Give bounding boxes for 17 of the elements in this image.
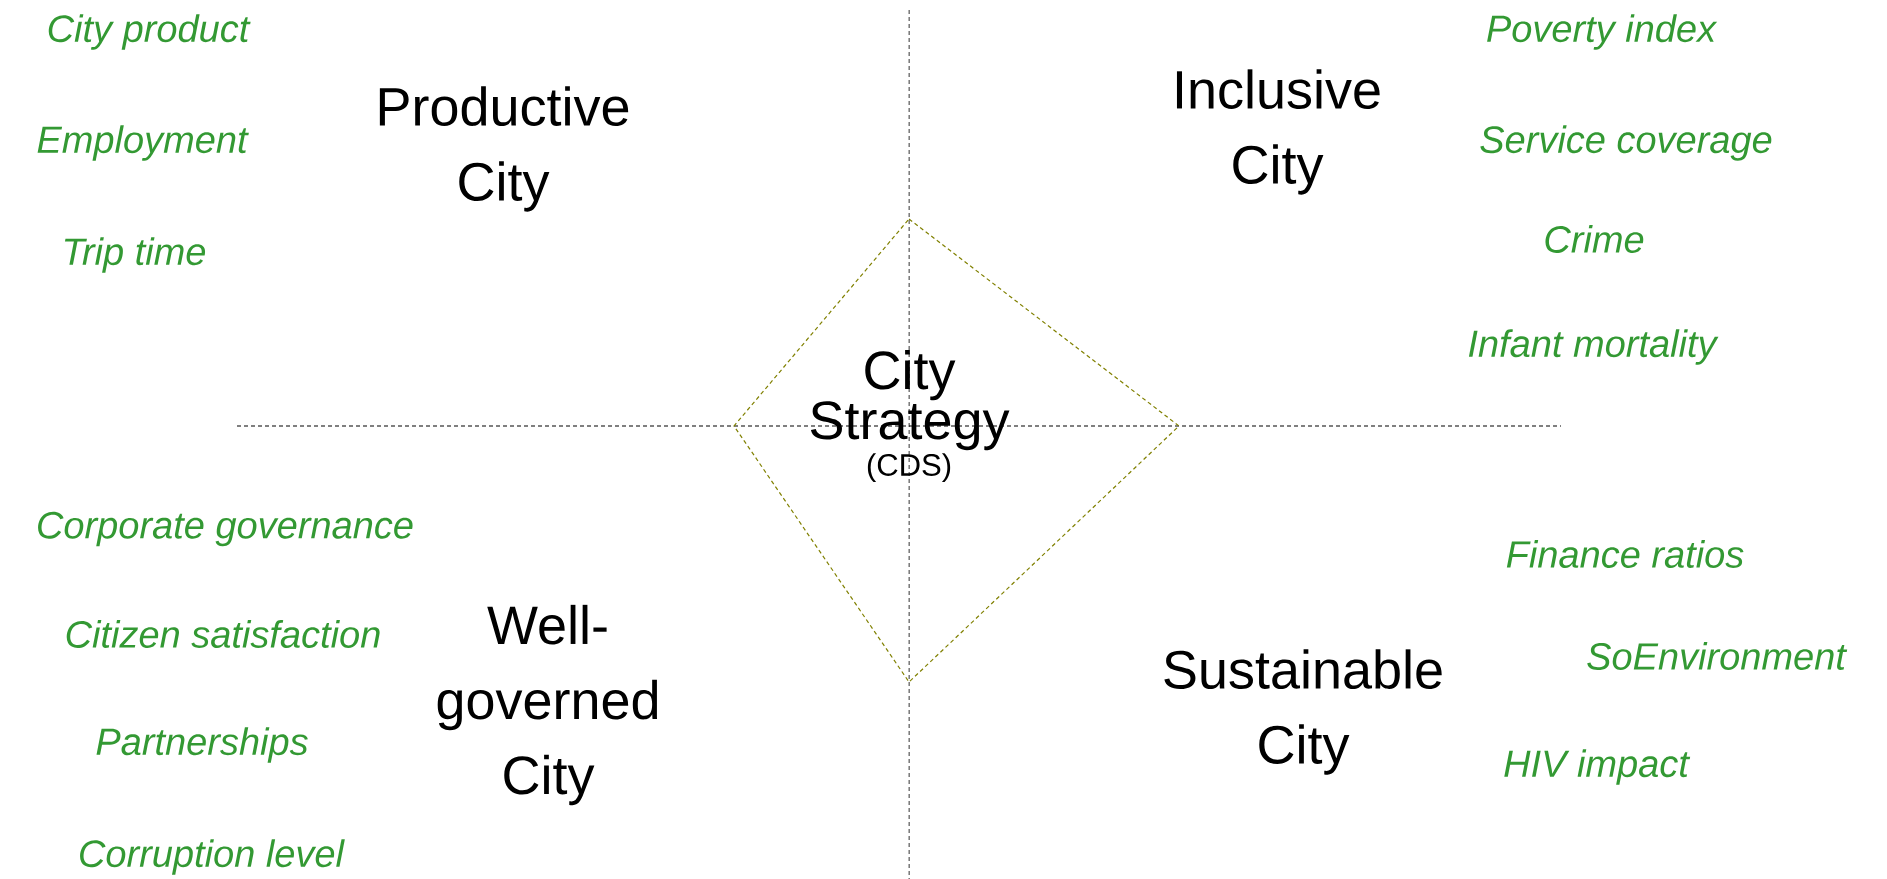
quadrant-title: Inclusive City [1176,69,1380,195]
quadrant-title: Productive City [379,86,629,212]
indicator-label: Corruption level [80,839,345,875]
indicator-label: Finance ratios [1506,540,1744,568]
quadrant-title: Well-governed City [437,604,658,806]
indicator-label: Infant mortality [1468,329,1719,365]
indicator-label: Poverty index [1487,14,1718,50]
indicator-label: Crime [1545,225,1644,253]
indicator-label: Employment [37,125,249,161]
indicator-label: Corporate governance [38,511,413,547]
indicator-label: SoEnvironment [1587,642,1848,670]
indicator-label: Citizen satisfaction [66,620,380,648]
indicator-label: City product [48,14,251,50]
indicator-label: Trip time [64,237,206,273]
indicator-label: Service coverage [1480,125,1772,161]
indicator-label: HIV impact [1504,749,1691,785]
indicator-label: Partnerships [96,727,308,763]
